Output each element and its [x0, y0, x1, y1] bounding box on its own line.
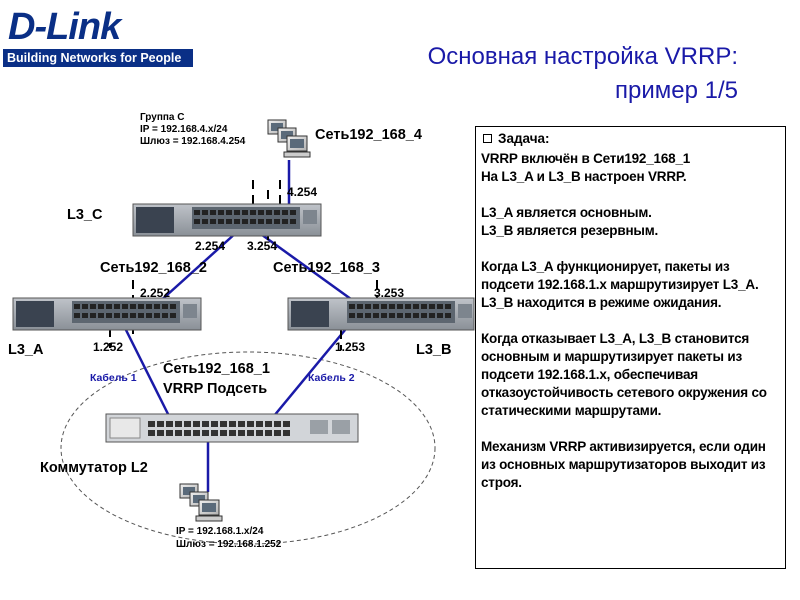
ip-c-2: 2.254: [195, 239, 226, 253]
group-c-gateway: Шлюз = 192.168.4.254: [140, 136, 246, 147]
task-paragraph: Когда L3_A функционирует, пакеты из подс…: [481, 259, 759, 310]
slide-title-line2: пример 1/5: [615, 77, 738, 104]
ip-a-1: 1.252: [93, 340, 124, 354]
subnet1-pc-gateway: Шлюз = 192.168.1.252: [176, 539, 282, 550]
task-box: [475, 126, 786, 569]
group-c-ip: IP = 192.168.4.x/24: [140, 124, 228, 135]
task-bullet-icon: [483, 134, 492, 143]
net3-label: Сеть192_168_3: [273, 260, 380, 276]
task-paragraph: Когда отказывает L3_A, L3_B становится о…: [481, 331, 767, 418]
ip-c-3: 3.254: [247, 239, 278, 253]
task-paragraph: VRRP включён в Сети192_168_1 На L3_A и L…: [481, 151, 691, 184]
ip-b-1: 1.253: [335, 340, 366, 354]
pc-cluster-group-c: [267, 119, 311, 158]
l2-switch-label: Коммутатор L2: [40, 460, 148, 476]
cable1-label: Кабель 1: [90, 372, 137, 384]
switch-l3c: [132, 203, 322, 237]
ip-b-3: 3.253: [374, 286, 405, 300]
l3c-label: L3_C: [67, 207, 103, 223]
ip-a-2: 2.252: [140, 286, 171, 300]
slide-title-line1: Основная настройка VRRP:: [427, 43, 738, 70]
net1-label: Сеть192_168_1: [163, 361, 270, 377]
task-paragraph: Механизм VRRP активизируется, если один …: [481, 439, 766, 490]
subnet1-pc-ip: IP = 192.168.1.x/24: [176, 526, 264, 537]
vrrp-subnet-label: VRRP Подсеть: [163, 381, 268, 397]
l3b-label: L3_B: [416, 342, 452, 358]
link-cable2: [263, 329, 346, 429]
net4-label: Сеть192_168_4: [315, 127, 422, 143]
task-heading: Задача:: [498, 131, 550, 146]
net2-label: Сеть192_168_2: [100, 260, 207, 276]
l3a-label: L3_A: [8, 342, 44, 358]
switch-l2: [105, 413, 359, 443]
link-cable1: [124, 329, 177, 429]
pc-cluster-subnet-1: [179, 483, 223, 522]
task-description: VRRP включён в Сети192_168_1 На L3_A и L…: [481, 150, 781, 492]
ip-c-4: 4.254: [287, 185, 318, 199]
vrrp-subnet-ellipse: [60, 351, 436, 545]
logo-wordmark: D-Link: [8, 6, 121, 48]
group-c-name: Группа C: [140, 112, 185, 123]
cable2-label: Кабель 2: [308, 372, 355, 384]
dlink-logo: D-Link Building Networks for People: [0, 0, 195, 70]
task-paragraph: L3_A является основным. L3_B является ре…: [481, 205, 659, 238]
switch-l3a: [12, 297, 202, 331]
switch-l3b: [287, 297, 475, 331]
logo-tagline: Building Networks for People: [3, 49, 193, 67]
